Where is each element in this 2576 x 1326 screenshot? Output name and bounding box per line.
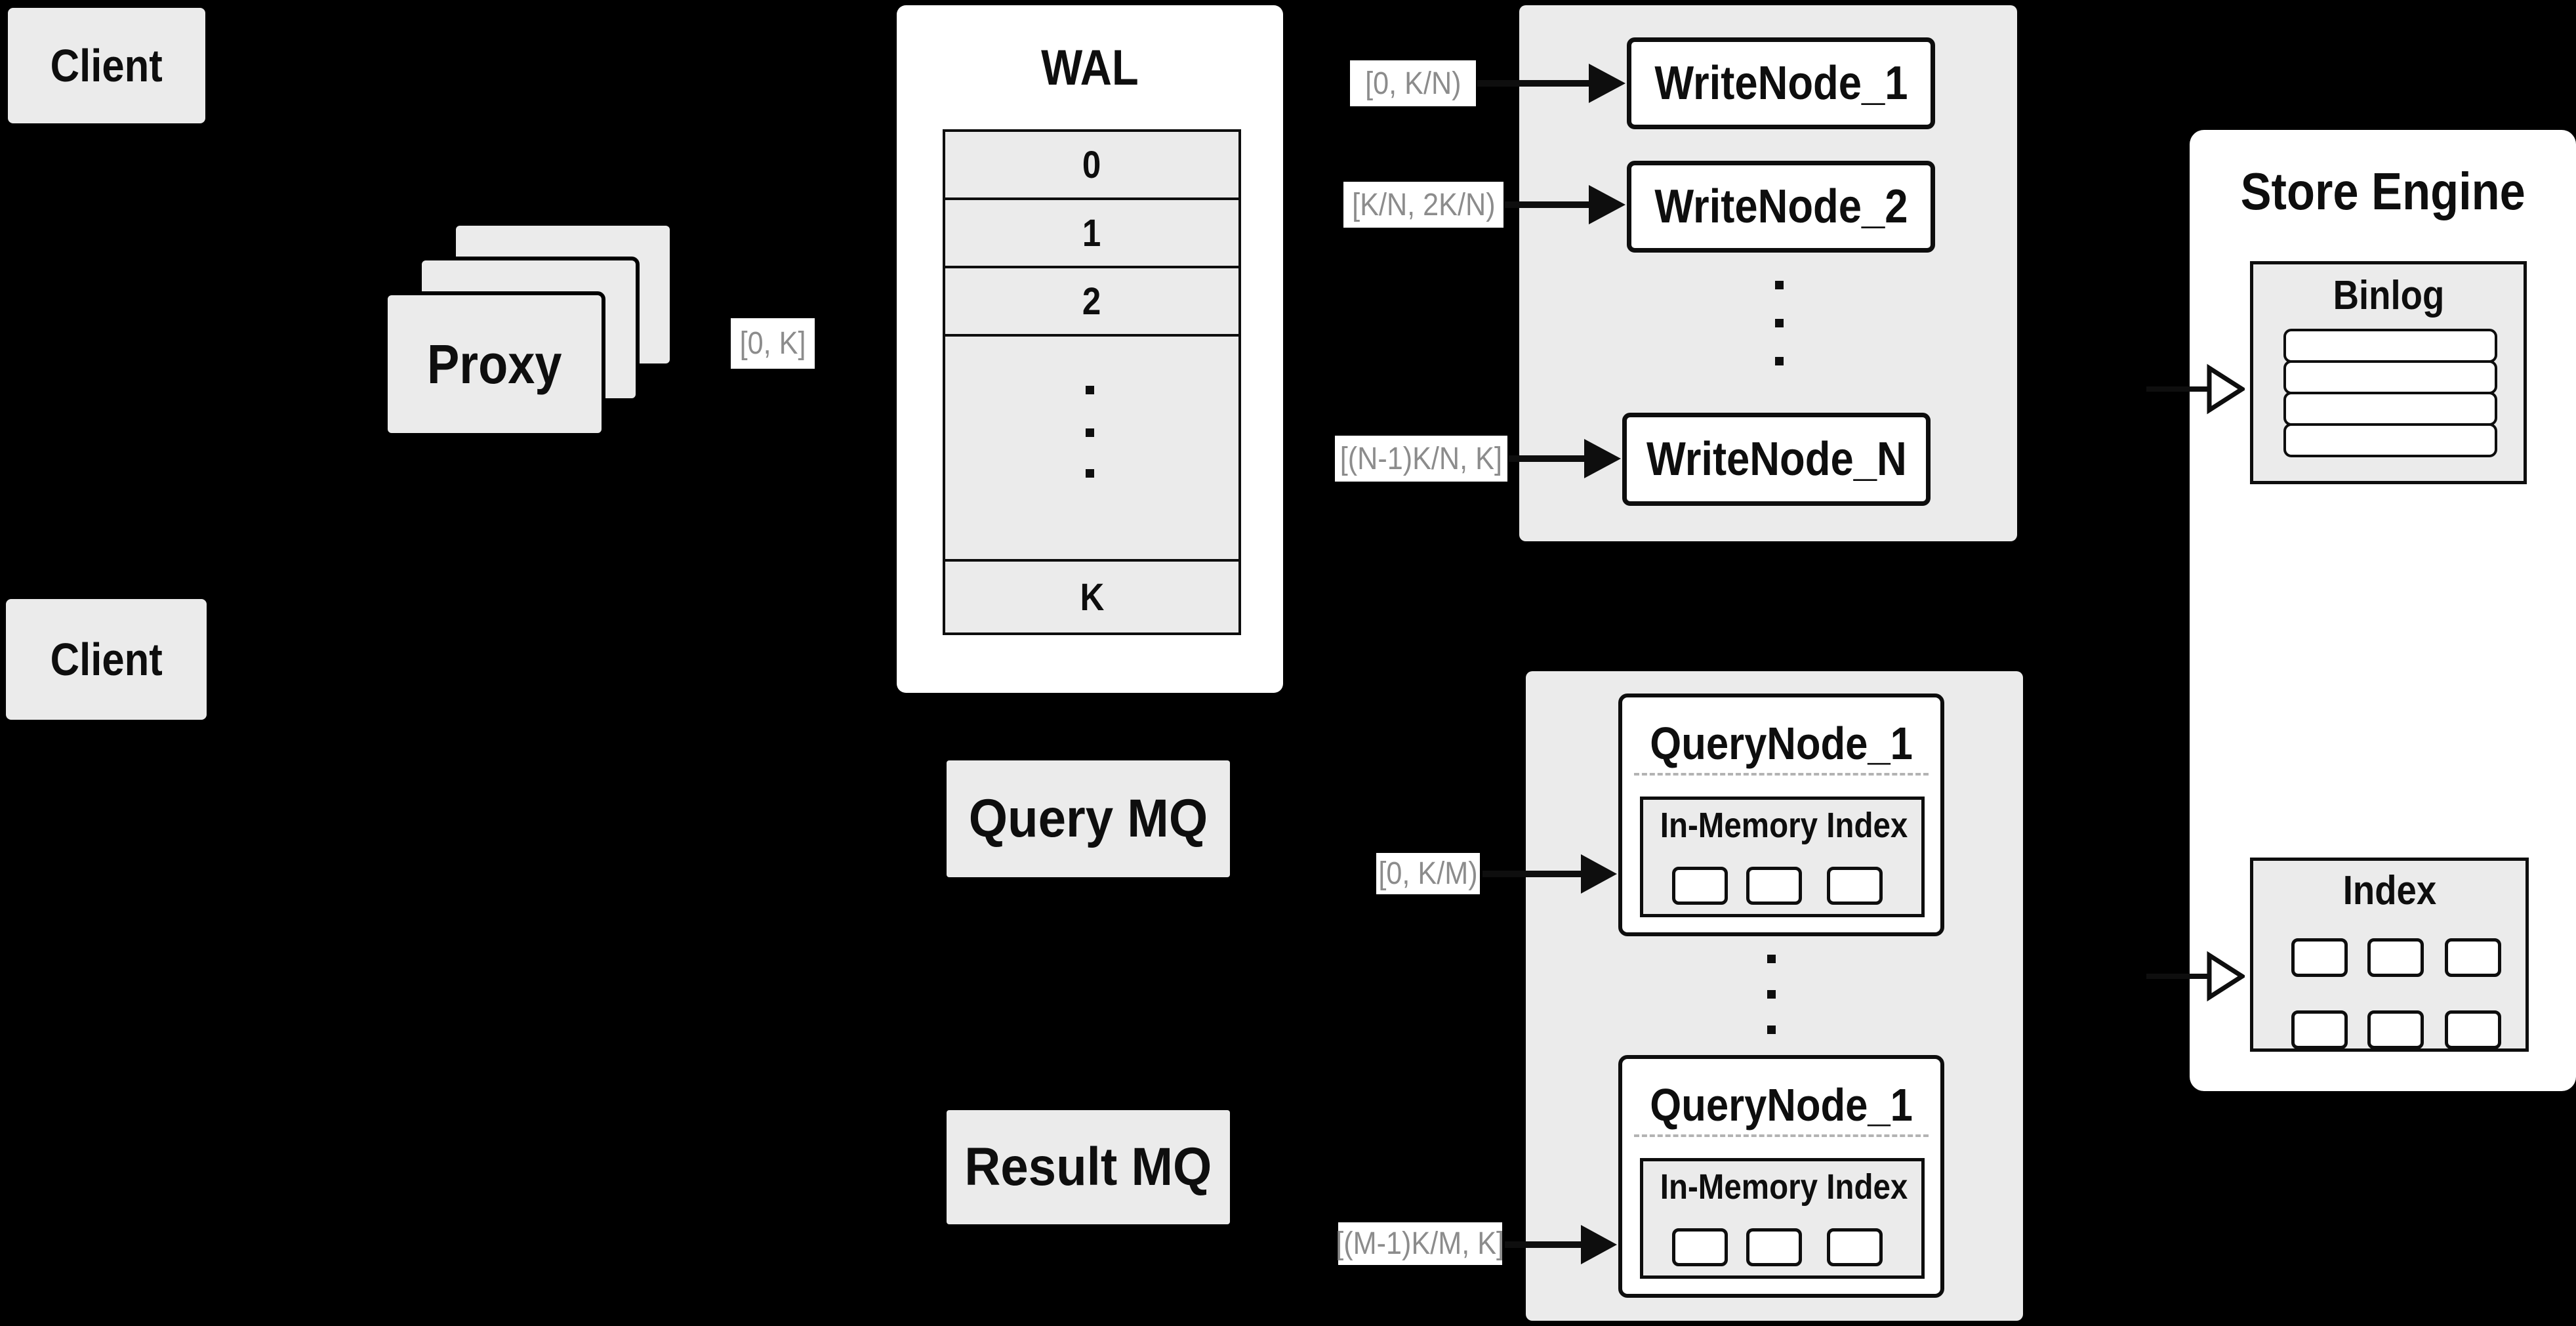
client-bottom-label: Client xyxy=(50,634,163,685)
wal-title: WAL xyxy=(1041,40,1139,96)
write-node-2-box: WriteNode_2 xyxy=(1627,161,1935,253)
range-label-querynode1: [0, K/M) xyxy=(1376,853,1480,894)
in-memory-index-title: In-Memory Index xyxy=(1660,1167,1908,1207)
wal-segment-row: 0 xyxy=(943,129,1241,200)
dashed-divider xyxy=(1634,773,1929,776)
hollow-arrow-to-binlog-icon xyxy=(2146,363,2245,415)
query-node-top-title: QueryNode_1 xyxy=(1650,718,1913,769)
memory-segment-cell xyxy=(1827,867,1883,905)
binlog-rows xyxy=(2283,329,2497,457)
query-node-top-box: QueryNode_1 In-Memory Index xyxy=(1618,694,1944,936)
index-title: Index xyxy=(2342,868,2436,913)
memory-segment-cell xyxy=(1827,1228,1883,1266)
in-memory-index-box: In-Memory Index xyxy=(1640,797,1925,917)
write-node-n-label: WriteNode_N xyxy=(1646,433,1907,486)
binlog-row xyxy=(2283,392,2497,426)
ellipsis-dot xyxy=(1775,281,1784,289)
binlog-row xyxy=(2283,360,2497,394)
result-mq-box: Result MQ xyxy=(947,1110,1230,1224)
wal-last-segment-label: K xyxy=(1080,575,1104,619)
arrow-to-writenoden-icon xyxy=(1509,439,1621,478)
ellipsis-dot xyxy=(1767,955,1776,963)
result-mq-label: Result MQ xyxy=(964,1137,1212,1197)
client-box-top: Client xyxy=(8,8,205,123)
ellipsis-dot xyxy=(1086,469,1094,478)
arrow-to-writenode1-icon xyxy=(1477,64,1625,103)
in-memory-index-title: In-Memory Index xyxy=(1660,806,1908,845)
binlog-row xyxy=(2283,329,2497,363)
index-cell xyxy=(2367,938,2424,977)
range-label-writenode1: [0, K/N) xyxy=(1350,60,1476,106)
ellipsis-dot xyxy=(1767,990,1776,999)
ellipsis-dot xyxy=(1775,319,1784,327)
index-cell xyxy=(2291,1010,2348,1049)
wal-segment-row: 2 xyxy=(943,266,1241,337)
query-node-bottom-title: QueryNode_1 xyxy=(1650,1079,1913,1130)
write-node-n-box: WriteNode_N xyxy=(1622,413,1931,506)
range-label-querynodem: [(M-1)K/M, K] xyxy=(1336,1222,1504,1265)
query-mq-box: Query MQ xyxy=(947,760,1230,877)
memory-segment-cell xyxy=(1746,1228,1802,1266)
store-engine-title: Store Engine xyxy=(2240,162,2525,220)
memory-segment-cell xyxy=(1672,1228,1728,1266)
query-node-bottom-box: QueryNode_1 In-Memory Index xyxy=(1618,1055,1944,1298)
write-node-2-label: WriteNode_2 xyxy=(1654,180,1908,233)
index-cell xyxy=(2445,938,2501,977)
store-engine-box: Store Engine Binlog Index xyxy=(2190,130,2576,1091)
wal-segment-label: 1 xyxy=(1082,211,1101,255)
wal-segment-label: 0 xyxy=(1082,143,1101,186)
wal-segment-label: 2 xyxy=(1082,280,1101,323)
memory-segment-cell xyxy=(1746,867,1802,905)
binlog-box: Binlog xyxy=(2250,261,2527,484)
arrow-to-querynodem-icon xyxy=(1505,1225,1617,1264)
range-label-proxy-to-wal: [0, K] xyxy=(731,318,815,369)
binlog-title: Binlog xyxy=(2333,273,2444,318)
range-label-writenoden: [(N-1)K/N, K] xyxy=(1335,436,1507,482)
binlog-row xyxy=(2283,423,2497,457)
write-node-1-label: WriteNode_1 xyxy=(1654,57,1908,110)
write-node-1-box: WriteNode_1 xyxy=(1627,37,1935,129)
client-top-label: Client xyxy=(50,40,163,91)
arrow-to-writenode2-icon xyxy=(1505,185,1625,224)
wal-box: WAL 0 1 2 K xyxy=(897,5,1283,693)
ellipsis-dot xyxy=(1086,386,1094,394)
index-cell xyxy=(2291,938,2348,977)
range-label-writenode2: [K/N, 2K/N) xyxy=(1343,182,1503,228)
in-memory-index-box: In-Memory Index xyxy=(1640,1158,1925,1279)
wal-segment-row: 1 xyxy=(943,197,1241,268)
hollow-arrow-to-index-icon xyxy=(2146,951,2245,1002)
arrow-to-querynode1-icon xyxy=(1482,854,1617,894)
proxy-card-front: Proxy xyxy=(384,291,605,437)
index-box: Index xyxy=(2250,858,2529,1052)
proxy-label: Proxy xyxy=(427,333,562,395)
wal-segment-row: K xyxy=(943,559,1241,635)
wal-ellipsis-row xyxy=(943,334,1241,562)
client-box-bottom: Client xyxy=(6,599,207,720)
ellipsis-dot xyxy=(1086,428,1094,437)
ellipsis-dot xyxy=(1767,1026,1776,1034)
query-mq-label: Query MQ xyxy=(968,789,1208,848)
dashed-divider xyxy=(1634,1134,1929,1137)
wal-segment-table: 0 1 2 K xyxy=(943,129,1241,635)
index-cell xyxy=(2445,1010,2501,1049)
index-cell xyxy=(2367,1010,2424,1049)
ellipsis-dot xyxy=(1775,357,1784,365)
memory-segment-cell xyxy=(1672,867,1728,905)
